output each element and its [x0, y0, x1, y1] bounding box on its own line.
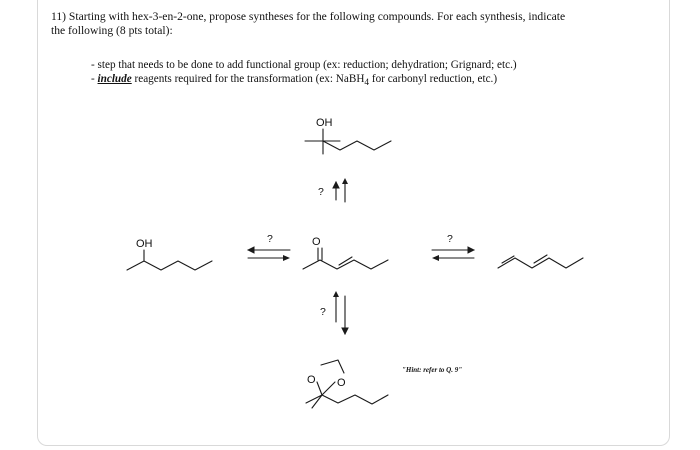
right-arrows: ?: [431, 233, 476, 261]
subscript-4: 4: [364, 78, 370, 89]
o-label-ring-bottom: O: [337, 377, 346, 389]
bullet-reagents-end: for carbonyl reduction, etc.): [369, 73, 498, 85]
right-arrowhead-shape: [432, 255, 439, 261]
bullet-prefix: -: [91, 73, 98, 85]
o-label-ring-top: O: [307, 374, 316, 386]
tertiary-alcohol-structure: OH: [304, 117, 392, 155]
instruction-bullets: - step that needs to be done to add func…: [91, 58, 651, 90]
up-arrowhead-shape: [342, 178, 348, 184]
down-arrows: ?: [320, 291, 349, 336]
bullet-step: - step that needs to be done to add func…: [91, 59, 517, 71]
question-line-2: the following (8 pts total):: [51, 24, 173, 37]
down-left-arrowhead-shape: [333, 291, 339, 297]
include-emphasis: include: [97, 73, 132, 85]
page-frame: [37, 0, 670, 446]
o-label-carbonyl: O: [312, 236, 321, 248]
diene-structure: [497, 254, 584, 269]
left-arrowhead-shape: [283, 255, 290, 261]
bullet-reagents-text: reagents required for the transformation…: [131, 73, 365, 85]
ketal-structure: O O: [305, 359, 389, 409]
bullet-reagents: - include reagents required for the tran…: [91, 72, 651, 90]
question-prompt: 11) Starting with hex-3-en-2-one, propos…: [51, 10, 651, 38]
up-arrows: ?: [318, 178, 348, 203]
question-line-1: 11) Starting with hex-3-en-2-one, propos…: [51, 10, 566, 23]
qmark-up: ?: [318, 186, 324, 198]
qmark-left: ?: [267, 233, 273, 245]
qmark-right: ?: [447, 233, 453, 245]
left-arrows: ?: [246, 233, 291, 261]
secondary-alcohol-structure: OH: [126, 238, 213, 271]
oh-label-top: OH: [316, 117, 333, 129]
starting-ketone-structure: O: [302, 236, 389, 270]
hint-note: "Hint: refer to Q. 9": [402, 366, 463, 374]
qmark-down: ?: [320, 306, 326, 318]
oh-label-left: OH: [136, 238, 153, 250]
